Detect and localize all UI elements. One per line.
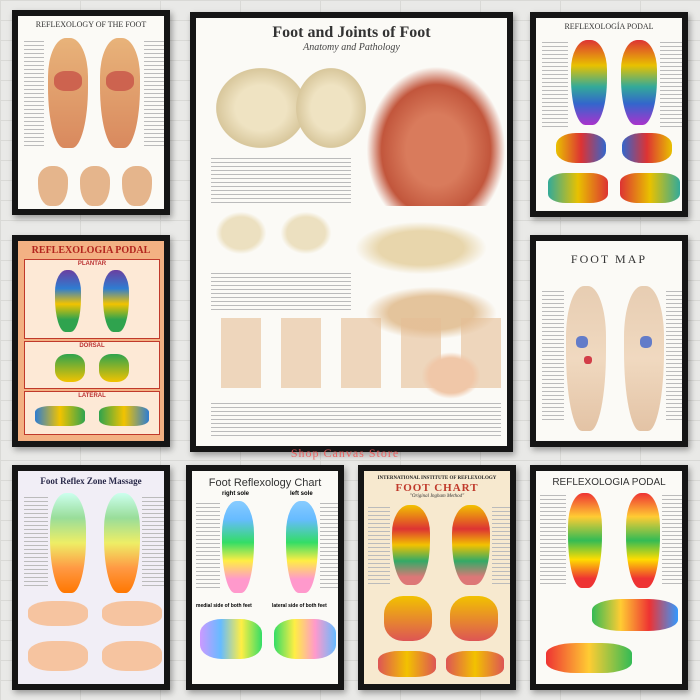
poster-reflexologia-podal-top: REFLEXOLOGÍA PODAL bbox=[530, 12, 688, 217]
panel-label: PLANTAR bbox=[77, 261, 107, 267]
poster-title: Foot Reflexology Chart bbox=[208, 477, 322, 489]
reflex-zone-dot bbox=[584, 356, 592, 364]
lateral-side-label: lateral side of both feet bbox=[272, 603, 327, 609]
poster-title: FOOT CHART bbox=[395, 481, 479, 494]
label-lines bbox=[24, 41, 44, 146]
foot-top-zones bbox=[450, 596, 498, 641]
foot-side-zones bbox=[200, 619, 262, 659]
foot-side-illustration bbox=[28, 601, 88, 626]
poster-title: REFLEXOLOGY OF THE FOOT bbox=[35, 20, 147, 29]
poster-title: REFLEXOLOGIA PODAL bbox=[31, 245, 151, 256]
panel-label: LATERAL bbox=[78, 393, 106, 399]
label-lines bbox=[320, 503, 338, 591]
lateral-panel: LATERAL bbox=[24, 391, 160, 435]
foot-colored-zones bbox=[452, 505, 490, 585]
poster-title: FOOT MAP bbox=[570, 252, 648, 266]
anatomy-illustration-foot-sole bbox=[416, 348, 486, 403]
anatomy-illustration-muscles bbox=[366, 66, 506, 206]
foot-side-zones bbox=[592, 599, 678, 631]
poster-foot-reflex-zone-massage: Foot Reflex Zone Massage bbox=[12, 465, 170, 690]
text-block bbox=[211, 273, 351, 313]
poster-institute-title: INTERNATIONAL INSTITUTE OF REFLEXOLOGY bbox=[377, 476, 497, 481]
poster-foot-chart: INTERNATIONAL INSTITUTE OF REFLEXOLOGY F… bbox=[358, 465, 516, 690]
anatomy-illustration-bones bbox=[216, 68, 306, 148]
foot-dorsal-zones bbox=[55, 354, 85, 382]
foot-side-illustration bbox=[122, 166, 152, 206]
poster-reflexology-of-the-foot: REFLEXOLOGY OF THE FOOT bbox=[12, 10, 170, 215]
foot-side-zones bbox=[546, 643, 632, 673]
poster-title: Foot Reflex Zone Massage bbox=[40, 476, 142, 486]
label-lines bbox=[542, 291, 564, 421]
anatomy-illustration-ligaments bbox=[346, 218, 496, 278]
label-lines bbox=[142, 497, 164, 587]
poster-title: REFLEXOLOGIA PODAL bbox=[552, 477, 666, 488]
reflex-zone bbox=[106, 71, 134, 91]
foot-colored-zones bbox=[104, 493, 140, 593]
label-lines bbox=[660, 42, 682, 127]
anatomy-illustration-joints bbox=[276, 208, 336, 258]
label-lines bbox=[540, 495, 566, 587]
anatomy-illustration-joints bbox=[211, 208, 271, 258]
foot-colored-zones bbox=[103, 270, 129, 332]
foot-side-illustration bbox=[28, 641, 88, 671]
foot-lateral-zones bbox=[35, 406, 85, 426]
label-lines bbox=[24, 497, 48, 587]
reflex-zone bbox=[54, 71, 82, 91]
foot-side-zones bbox=[378, 651, 436, 677]
medial-side-label: medial side of both feet bbox=[196, 603, 252, 609]
foot-colored-zones bbox=[621, 40, 657, 125]
text-block bbox=[211, 403, 501, 438]
label-lines bbox=[492, 507, 510, 585]
dorsal-panel: DORSAL bbox=[24, 341, 160, 389]
label-lines bbox=[662, 495, 682, 587]
foot-map-illustration bbox=[624, 286, 664, 431]
poster-subtitle: Anatomy and Pathology bbox=[303, 41, 400, 53]
plantar-panel: PLANTAR bbox=[24, 259, 160, 339]
foot-colored-zones bbox=[571, 40, 607, 125]
poster-foot-reflexology-chart: Foot Reflexology Chart right sole left s… bbox=[186, 465, 344, 690]
foot-illustration bbox=[100, 38, 140, 148]
label-lines bbox=[368, 507, 390, 585]
anatomy-illustration-bones bbox=[296, 68, 366, 148]
foot-side-zones bbox=[274, 619, 336, 659]
poster-title: REFLEXOLOGÍA PODAL bbox=[564, 22, 654, 31]
foot-side-illustration bbox=[38, 166, 68, 206]
foot-side-illustration bbox=[102, 641, 162, 671]
foot-colored-zones bbox=[286, 501, 318, 593]
text-block bbox=[211, 158, 351, 203]
foot-dorsal-zones bbox=[99, 354, 129, 382]
label-lines bbox=[542, 42, 568, 127]
foot-side-zones bbox=[620, 173, 680, 203]
poster-foot-map: FOOT MAP bbox=[530, 235, 688, 447]
left-sole-label: left sole bbox=[290, 491, 313, 497]
foot-side-zones bbox=[446, 651, 504, 677]
reflex-zone-dot bbox=[576, 336, 588, 348]
foot-side-illustration bbox=[102, 601, 162, 626]
poster-title: Foot and Joints of Foot bbox=[272, 24, 431, 41]
shop-watermark: Shop Canvas Store bbox=[290, 446, 400, 460]
foot-top-zones bbox=[622, 133, 672, 163]
right-sole-label: right sole bbox=[222, 491, 250, 497]
label-lines bbox=[196, 503, 220, 591]
poster-subtitle: "Original Ingham Method" bbox=[409, 493, 465, 499]
foot-colored-zones bbox=[222, 501, 254, 593]
poster-foot-and-joints: Foot and Joints of Foot Anatomy and Path… bbox=[190, 12, 513, 452]
foot-lateral-zones bbox=[99, 406, 149, 426]
panel-label: DORSAL bbox=[79, 343, 105, 349]
foot-illustration bbox=[48, 38, 88, 148]
foot-colored-zones bbox=[568, 493, 602, 588]
foot-top-zones bbox=[556, 133, 606, 163]
foot-colored-zones bbox=[55, 270, 81, 332]
label-lines bbox=[666, 291, 682, 421]
foot-side-illustration bbox=[80, 166, 110, 206]
reflex-zone-dot bbox=[640, 336, 652, 348]
foot-colored-zones bbox=[50, 493, 86, 593]
label-lines bbox=[144, 41, 164, 146]
foot-colored-zones bbox=[626, 493, 660, 588]
foot-colored-zones bbox=[392, 505, 430, 585]
poster-reflexologia-podal-orange: REFLEXOLOGIA PODAL PLANTAR DORSAL LATERA… bbox=[12, 235, 170, 447]
poster-reflexologia-podal-bottom: REFLEXOLOGIA PODAL bbox=[530, 465, 688, 690]
foot-top-zones bbox=[384, 596, 432, 641]
foot-side-zones bbox=[548, 173, 608, 203]
